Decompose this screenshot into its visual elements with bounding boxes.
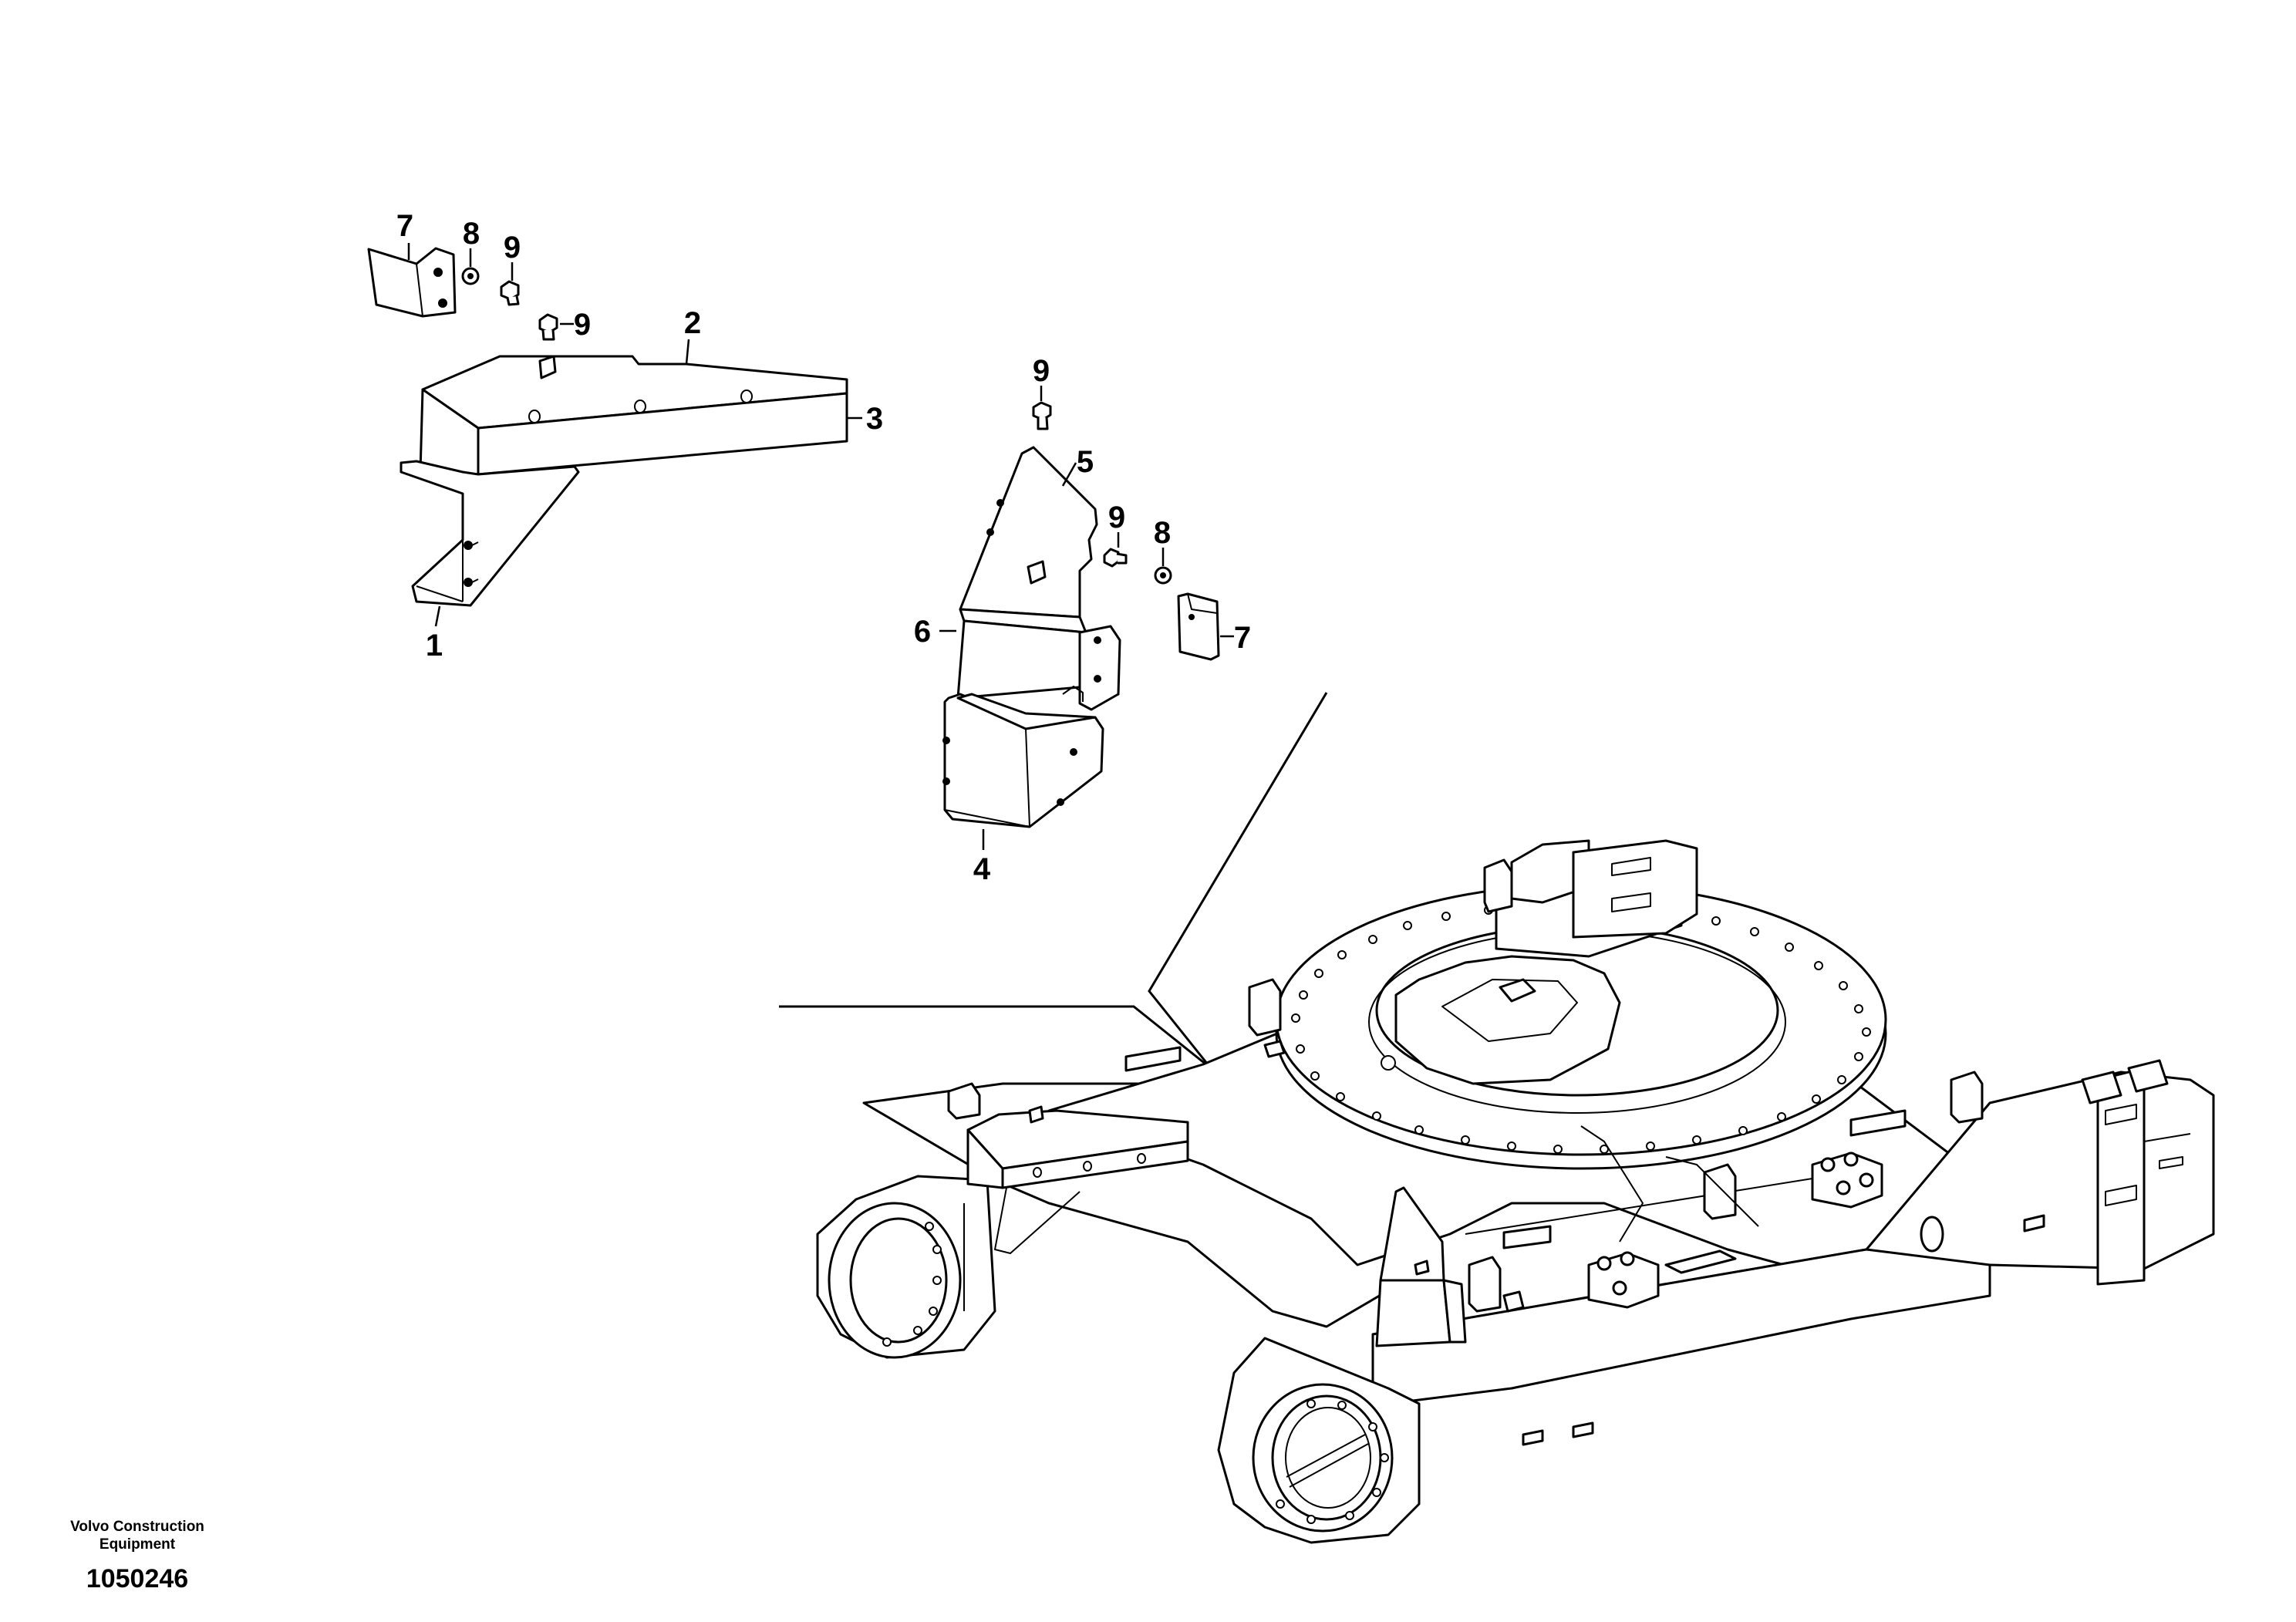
installed-middle-guard	[1375, 1186, 1467, 1347]
callout-9-left-upper: 9	[504, 231, 521, 265]
middle-side-bracket	[1078, 625, 1121, 711]
drawing-caption: Volvo Construction Equipment 1050246	[70, 1519, 204, 1593]
installed-left-guard	[966, 1105, 1189, 1254]
front-idler-housing	[1217, 1337, 1421, 1544]
callout-2: 2	[684, 306, 701, 340]
callout-9-mid-right: 9	[1108, 501, 1125, 534]
callout-6: 6	[914, 615, 931, 649]
part-8-left-washer	[461, 248, 480, 285]
part-9-left-bolt-upper	[500, 262, 520, 306]
company-name-line1: Volvo Construction	[70, 1519, 204, 1535]
undercarriage-frame	[816, 839, 2215, 1544]
callout-7-right: 7	[1234, 621, 1251, 655]
callout-8-right: 8	[1154, 516, 1171, 550]
part-3-long-guard	[419, 339, 862, 476]
part-5-triangular-plate	[959, 446, 1098, 619]
rear-idler-housing	[816, 1175, 996, 1359]
part-1-lower-bracket	[400, 460, 580, 627]
part-9-mid-bolt-top	[1032, 386, 1052, 430]
callout-4: 4	[973, 852, 991, 886]
part-7-left-plate	[367, 243, 457, 318]
part-8-mid-washer	[1154, 548, 1172, 585]
drawing-number: 1050246	[86, 1564, 188, 1593]
frame-brackets	[947, 978, 1984, 1313]
callout-9-mid-top: 9	[1033, 354, 1050, 388]
middle-guard-assembly	[939, 386, 1234, 850]
callout-7-left: 7	[396, 209, 413, 243]
callout-1: 1	[426, 629, 443, 663]
callout-3: 3	[866, 402, 883, 436]
callout-8-left: 8	[463, 217, 480, 251]
part-9-left-bolt-lower	[538, 313, 574, 341]
part-9-mid-bolt-right	[1103, 532, 1128, 568]
part-4-lower-channel	[942, 686, 1104, 850]
reference-leader-lines	[779, 692, 1328, 1070]
left-guard-assembly	[367, 243, 862, 627]
part-7-mid-plate	[1177, 592, 1234, 661]
callout-9-left-lower: 9	[574, 308, 591, 342]
callout-5: 5	[1077, 445, 1094, 479]
callout-labels: 1 2 3 4 5 6 7 7 8 8 9 9 9 9	[396, 209, 1251, 886]
company-name-line2: Equipment	[99, 1536, 176, 1553]
